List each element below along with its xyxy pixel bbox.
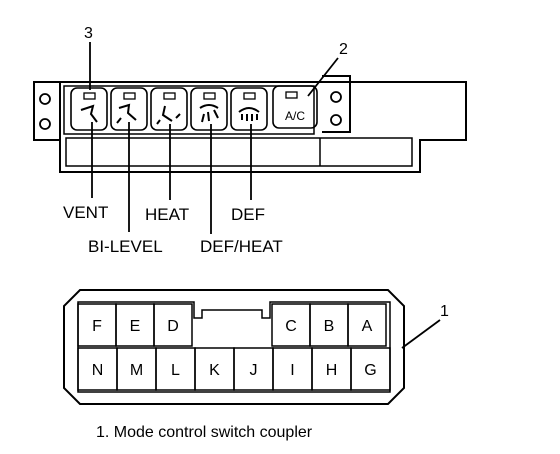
callout-1: 1 — [440, 303, 449, 320]
pin-cell: A — [347, 303, 387, 347]
pin-label: N — [92, 362, 104, 379]
label-vent: VENT — [63, 203, 108, 222]
coupler-housing — [63, 289, 405, 405]
callout-1-leader — [401, 319, 441, 349]
callout-3: 3 — [84, 25, 93, 42]
button-heat[interactable] — [150, 87, 188, 131]
pin-cell-outline — [347, 303, 387, 347]
pin-label: A — [362, 318, 373, 335]
label-def: DEF — [231, 205, 265, 224]
pin-cell: I — [272, 347, 313, 391]
pin-cell: K — [194, 347, 235, 391]
label-def-heat: DEF/HEAT — [200, 237, 283, 256]
control-panel — [33, 75, 467, 173]
figure-caption: 1. Mode control switch coupler — [96, 424, 313, 441]
pin-label: L — [171, 362, 180, 379]
button-vent[interactable] — [70, 87, 108, 131]
callout-2-leader — [307, 57, 339, 97]
pin-cell: G — [350, 347, 391, 391]
mounting-holes — [39, 91, 342, 130]
pin-cell: D — [153, 303, 193, 347]
pin-label: H — [326, 362, 338, 379]
pin-label: D — [167, 318, 179, 335]
pin-cell: J — [233, 347, 274, 391]
pin-cell-outline — [350, 347, 391, 391]
callout-2: 2 — [339, 41, 348, 58]
pin-cell: H — [311, 347, 352, 391]
pin-label: F — [92, 318, 102, 335]
pin-cell: B — [309, 303, 349, 347]
pin-cell: F — [77, 303, 117, 347]
button-def-heat[interactable] — [190, 87, 228, 131]
pin-cell: L — [155, 347, 196, 391]
pin-label: J — [250, 362, 258, 379]
pin-cell: M — [116, 347, 157, 391]
pin-cell-outline — [153, 303, 193, 347]
pin-label: E — [130, 318, 141, 335]
label-bi-level: BI-LEVEL — [88, 237, 163, 256]
pin-cell: E — [115, 303, 155, 347]
button-ac[interactable] — [272, 85, 318, 129]
pin-label: M — [130, 362, 143, 379]
pin-cell: C — [271, 303, 311, 347]
pin-label: K — [209, 362, 220, 379]
pin-label: I — [290, 362, 294, 379]
pin-label: C — [285, 318, 297, 335]
label-heat: HEAT — [145, 205, 189, 224]
button-def[interactable] — [230, 87, 268, 131]
ac-button-label: A/C — [285, 109, 305, 123]
pin-label: B — [324, 318, 335, 335]
pin-cell: N — [77, 347, 118, 391]
pin-label: G — [364, 362, 376, 379]
label-leaders — [91, 122, 252, 234]
